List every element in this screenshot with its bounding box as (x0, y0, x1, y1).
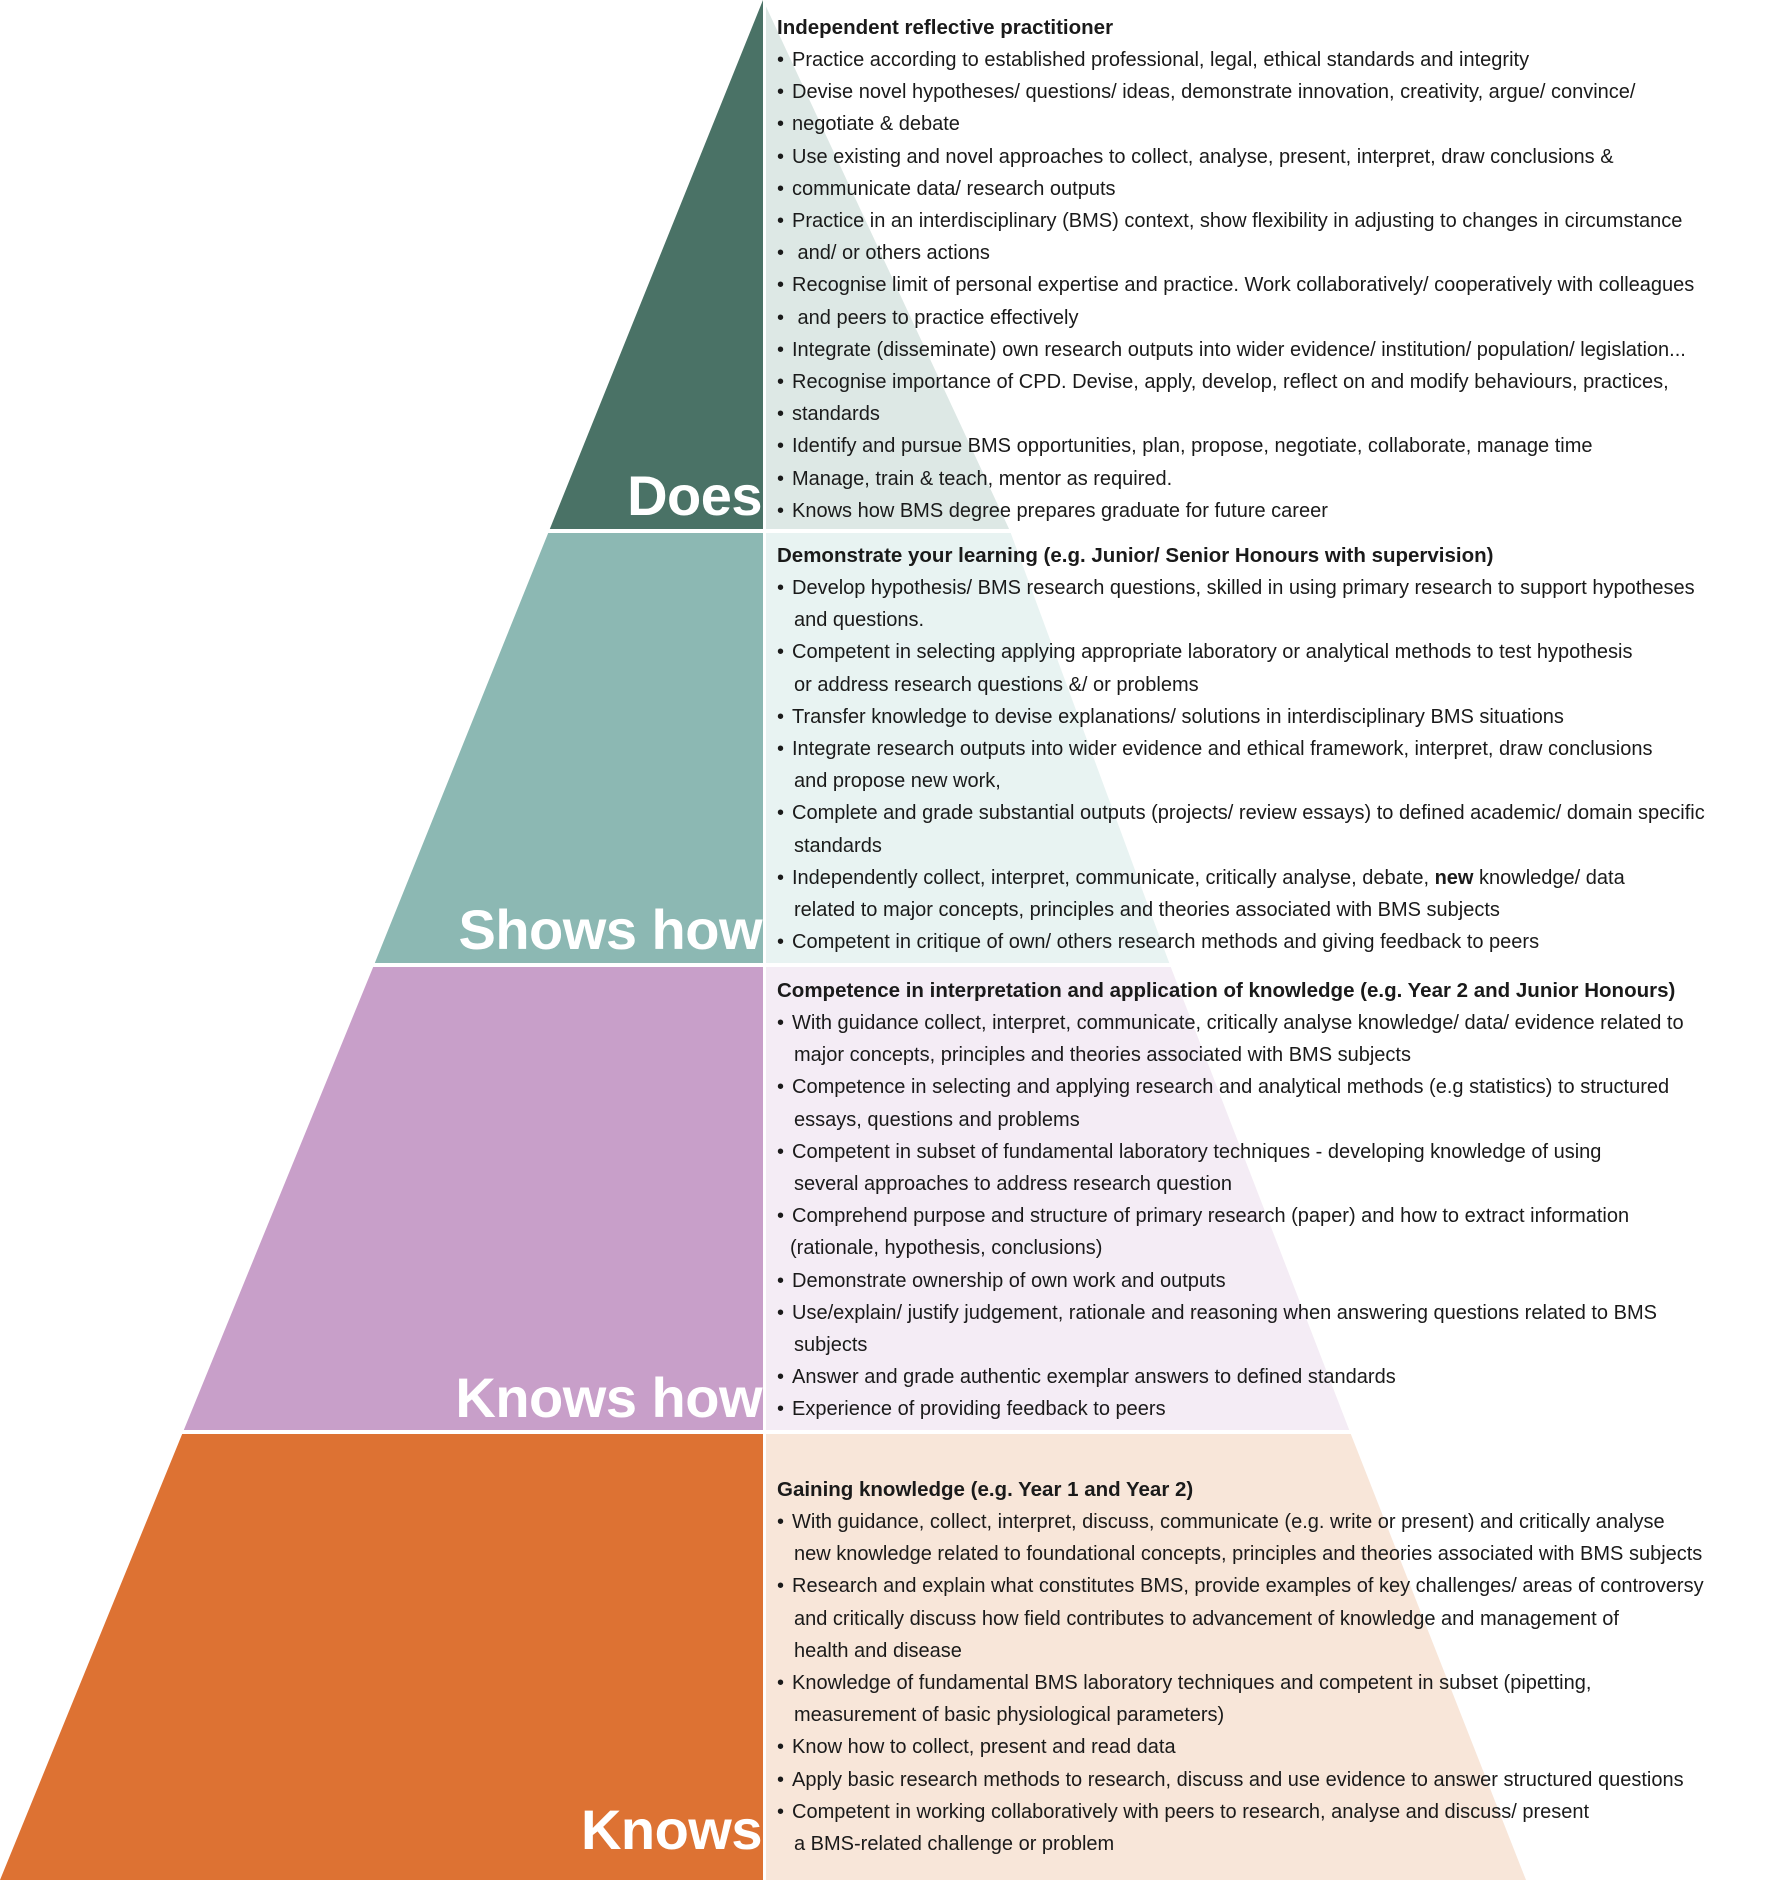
tier-separator (0, 529, 1772, 533)
panel-does: Independent reflective practitioner Prac… (777, 12, 1772, 527)
list-item: Identify and pursue BMS opportunities, p… (777, 430, 1772, 462)
panel-title: Gaining knowledge (e.g. Year 1 and Year … (777, 1478, 1194, 1501)
list-item: Knowledge of fundamental BMS laboratory … (777, 1667, 1772, 1699)
bullet-list: Practice according to established profes… (777, 44, 1772, 527)
list-item-continuation: related to major concepts, principles an… (794, 899, 1500, 922)
list-item-continuation: essays, questions and problems (794, 1108, 1080, 1131)
list-item: Manage, train & teach, mentor as require… (777, 463, 1772, 495)
list-item: Knows how BMS degree prepares graduate f… (777, 495, 1772, 527)
list-item-continuation: standards (794, 834, 882, 857)
level-label-knows-how: Knows how (455, 1366, 762, 1429)
list-item-continuation: measurement of basic physiological param… (794, 1704, 1225, 1727)
list-item: Complete and grade substantial outputs (… (777, 797, 1772, 829)
list-item: Research and explain what constitutes BM… (777, 1570, 1772, 1602)
bullet-list: With guidance collect, interpret, commun… (777, 1007, 1772, 1426)
list-item-continuation: (rationale, hypothesis, conclusions) (790, 1237, 1103, 1260)
list-item: Competence in selecting and applying res… (777, 1071, 1772, 1103)
list-item: Integrate (disseminate) own research out… (777, 334, 1772, 366)
list-item: negotiate & debate (777, 108, 1772, 140)
list-item: Experience of providing feedback to peer… (777, 1393, 1772, 1425)
list-item: Know how to collect, present and read da… (777, 1731, 1772, 1763)
list-item-continuation: and critically discuss how field contrib… (794, 1607, 1619, 1630)
list-item: Competent in critique of own/ others res… (777, 926, 1772, 958)
level-label-knows: Knows (580, 1798, 763, 1861)
list-item-continuation: new knowledge related to foundational co… (794, 1543, 1703, 1566)
tier-separator (0, 963, 1772, 967)
tier-knows (0, 1432, 763, 1880)
bullet-list: With guidance, collect, interpret, discu… (777, 1506, 1772, 1860)
list-item: Develop hypothesis/ BMS research questio… (777, 572, 1772, 604)
panel-title: Independent reflective practitioner (777, 16, 1114, 39)
list-item: Use existing and novel approaches to col… (777, 141, 1772, 173)
list-item: With guidance, collect, interpret, discu… (777, 1506, 1772, 1538)
list-item: Competent in selecting applying appropri… (777, 636, 1772, 668)
list-item-continuation: or address research questions &/ or prob… (794, 673, 1199, 696)
emphasis-text: new (1434, 866, 1474, 889)
list-item: Competent in subset of fundamental labor… (777, 1136, 1772, 1168)
list-item: Transfer knowledge to devise explanation… (777, 701, 1772, 733)
tier-shows-how (374, 531, 763, 965)
list-item: Independently collect, interpret, commun… (777, 862, 1772, 894)
list-item: Recognise limit of personal expertise an… (777, 269, 1772, 301)
panel-knows-how: Competence in interpretation and applica… (777, 975, 1772, 1426)
list-item-continuation: and questions. (794, 609, 925, 632)
list-item-continuation: subjects (794, 1334, 868, 1357)
list-item: Apply basic research methods to research… (777, 1764, 1772, 1796)
list-item: Practice according to established profes… (777, 44, 1772, 76)
list-item: Competent in working collaboratively wit… (777, 1796, 1772, 1828)
center-divider (763, 0, 766, 1880)
list-item: Comprehend purpose and structure of prim… (777, 1200, 1772, 1232)
list-item: Use/explain/ justify judgement, rational… (777, 1297, 1772, 1329)
panel-title: Demonstrate your learning (e.g. Junior/ … (777, 544, 1494, 567)
list-item-continuation: major concepts, principles and theories … (794, 1044, 1411, 1067)
tier-knows-how (183, 965, 763, 1432)
list-item: and/ or others actions (777, 237, 1772, 269)
tier-separator (0, 1430, 1772, 1434)
list-item: With guidance collect, interpret, commun… (777, 1007, 1772, 1039)
list-item: and peers to practice effectively (777, 302, 1772, 334)
list-item: Answer and grade authentic exemplar answ… (777, 1361, 1772, 1393)
list-item: standards (777, 398, 1772, 430)
list-item: Recognise importance of CPD. Devise, app… (777, 366, 1772, 398)
list-item: Demonstrate ownership of own work and ou… (777, 1265, 1772, 1297)
tier-does (549, 0, 763, 531)
panel-shows-how: Demonstrate your learning (e.g. Junior/ … (777, 540, 1772, 959)
level-label-does: Does (627, 464, 762, 527)
list-item: Devise novel hypotheses/ questions/ idea… (777, 76, 1772, 108)
list-item: communicate data/ research outputs (777, 173, 1772, 205)
level-label-shows-how: Shows how (458, 898, 763, 961)
list-item-continuation: and propose new work, (794, 770, 1001, 793)
panel-knows: Gaining knowledge (e.g. Year 1 and Year … (777, 1474, 1772, 1860)
list-item: Practice in an interdisciplinary (BMS) c… (777, 205, 1772, 237)
bullet-list: Develop hypothesis/ BMS research questio… (777, 572, 1772, 959)
list-item-continuation: several approaches to address research q… (794, 1173, 1233, 1196)
list-item-text: Independently collect, interpret, commun… (792, 866, 1435, 889)
list-item-continuation: a BMS-related challenge or problem (794, 1833, 1115, 1856)
panel-title: Competence in interpretation and applica… (777, 979, 1676, 1002)
list-item-text: knowledge/ data (1473, 866, 1625, 889)
list-item: Integrate research outputs into wider ev… (777, 733, 1772, 765)
list-item-continuation: health and disease (794, 1639, 962, 1662)
